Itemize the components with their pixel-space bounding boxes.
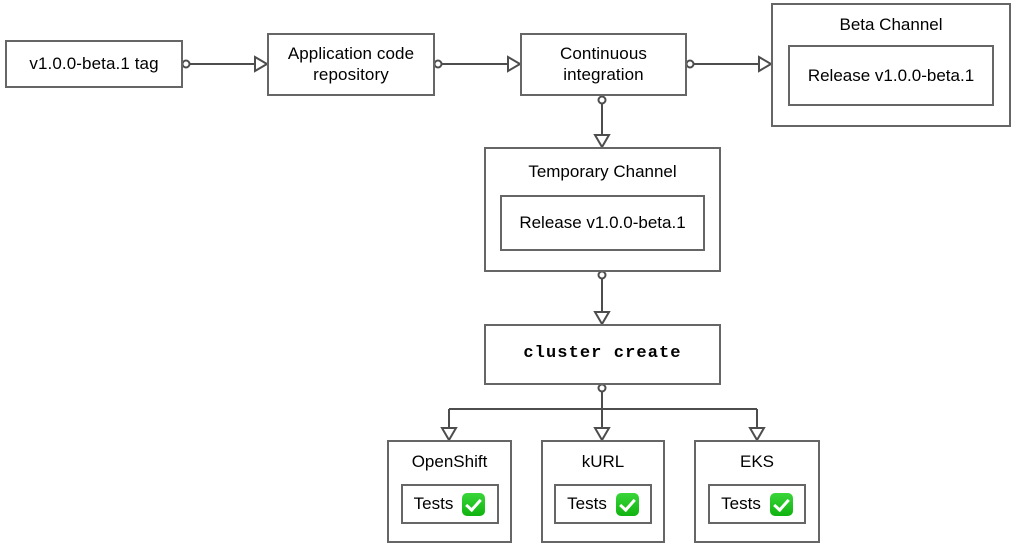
node-beta-channel-title: Beta Channel: [839, 15, 943, 34]
edge-tag-to-repo: [181, 55, 269, 73]
node-eks-tests-label: Tests: [721, 494, 761, 514]
node-temporary-channel-release[interactable]: Release v1.0.0-beta.1: [500, 195, 705, 252]
node-continuous-integration[interactable]: Continuous integration: [520, 33, 687, 96]
edge-ci-to-beta-channel: [685, 55, 773, 73]
node-eks[interactable]: EKS Tests: [694, 440, 820, 543]
node-tag[interactable]: v1.0.0-beta.1 tag: [5, 40, 183, 88]
node-kurl-tests-label: Tests: [567, 494, 607, 514]
node-kurl-title: kURL: [581, 452, 625, 471]
edge-cluster-create-branch: [440, 383, 766, 442]
node-cluster-create[interactable]: cluster create: [484, 324, 721, 385]
edge-temporary-channel-to-cluster-create: [593, 270, 611, 326]
node-openshift-tests[interactable]: Tests: [400, 484, 499, 525]
node-beta-channel-release-label: Release v1.0.0-beta.1: [807, 65, 975, 85]
node-eks-tests-row: Tests: [721, 492, 793, 516]
node-continuous-integration-label: Continuous integration: [559, 43, 647, 84]
node-beta-channel[interactable]: Beta Channel Release v1.0.0-beta.1: [771, 3, 1011, 127]
node-temporary-channel-release-label: Release v1.0.0-beta.1: [519, 213, 686, 233]
node-eks-tests[interactable]: Tests: [708, 484, 806, 525]
edge-repo-to-ci: [433, 55, 522, 73]
node-eks-title: EKS: [739, 452, 775, 471]
node-temporary-channel-title: Temporary Channel: [528, 162, 677, 181]
check-mark-button-icon: [769, 492, 793, 516]
node-application-code-repository-label: Application code repository: [287, 43, 415, 84]
node-openshift-tests-row: Tests: [413, 492, 486, 516]
node-openshift[interactable]: OpenShift Tests: [387, 440, 512, 543]
node-kurl-tests[interactable]: Tests: [554, 484, 652, 525]
node-kurl[interactable]: kURL Tests: [541, 440, 665, 543]
edge-ci-to-temporary-channel: [593, 95, 611, 149]
node-openshift-title: OpenShift: [411, 452, 488, 471]
node-tag-label: v1.0.0-beta.1 tag: [29, 53, 159, 73]
node-cluster-create-label: cluster create: [523, 344, 682, 364]
check-mark-button-icon: [615, 492, 639, 516]
node-application-code-repository[interactable]: Application code repository: [267, 33, 435, 96]
node-kurl-tests-row: Tests: [567, 492, 639, 516]
node-openshift-tests-label: Tests: [413, 494, 454, 514]
check-mark-button-icon: [462, 492, 486, 516]
node-beta-channel-release[interactable]: Release v1.0.0-beta.1: [788, 45, 994, 107]
node-temporary-channel[interactable]: Temporary Channel Release v1.0.0-beta.1: [484, 147, 721, 272]
